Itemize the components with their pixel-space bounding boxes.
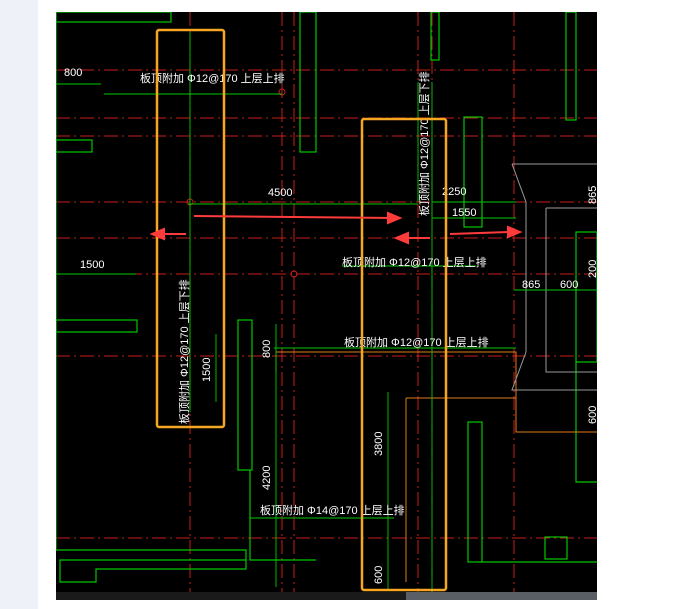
wall-column-3 [565,11,577,121]
red-arrows [149,211,523,245]
grey-outlines [511,163,597,391]
annotation-mid-v: 板顶附加 Φ12@170 上层下排 [417,71,431,216]
wall-lower-run [249,470,597,563]
wall-column-2 [430,11,440,61]
dim-800-vert: 800 [261,340,273,358]
canvas-bottom-bar [56,592,597,600]
highlight-boxes [155,28,448,592]
orange-outline-center [276,351,597,433]
wall-column-4 [237,319,253,471]
axis-marker-3 [290,270,298,278]
wall-left-stub [55,139,93,153]
axis-markers [186,88,298,278]
annotation-mid-h: 板顶附加 Φ12@170 上层上排 [342,255,487,269]
dim-4500: 4500 [268,187,292,199]
rebar-annotations: 板顶附加 Φ12@170 上层上排 板顶附加 Φ12@170 上层上排 板顶附加… [140,71,489,517]
dim-2250: 2250 [442,186,466,198]
wall-right-box [575,231,598,363]
highlight-box-center [360,117,448,592]
orange-outline-lower [275,352,407,582]
annotation-left-v: 板顶附加 Φ12@170 上层下排 [177,279,191,424]
dim-right-edge-3: 600 [587,406,597,424]
highlight-box-left [155,28,226,429]
dim-865: 865 [522,279,540,291]
walls [55,11,598,583]
annotation-bottom-h: 板顶附加 Φ14@170 上层上排 [260,503,405,517]
dim-right-edge-2: 200 [587,260,597,278]
wall-right-stair [575,362,597,483]
arrow-head-right [507,225,523,239]
wall-column-5 [463,116,483,228]
wall-column-1 [299,11,317,153]
dimension-lines [56,82,597,590]
canvas-scrollbar[interactable] [406,592,597,600]
wall-top-left [55,11,172,23]
rebar-lines [104,32,516,592]
left-sidebar-strip [0,0,38,609]
wall-bottom-right [544,536,568,560]
dim-600-bottom: 600 [373,566,385,584]
annotation-top-h: 板顶附加 Φ12@170 上层上排 [140,71,285,85]
arrow-shaft-right [449,231,511,235]
dimension-texts: 800 4500 1500 2250 1550 865 600 1500 800… [64,67,599,584]
arrow-head-mid [393,231,409,245]
cad-drawing-canvas: 800 4500 1500 2250 1550 865 600 1500 800… [55,11,599,592]
axis-marker-2 [278,88,286,96]
grey-octagon [511,163,597,391]
dim-1500-left: 1500 [80,259,104,271]
arrow-shaft-long [193,215,391,219]
wall-outline-bottom [55,12,247,583]
dim-800-left: 800 [64,67,82,79]
dim-4200: 4200 [261,466,273,490]
dim-600-right: 600 [560,279,578,291]
dim-1500-vert: 1500 [201,358,213,382]
orange-lines [275,351,597,582]
annotation-center-h: 板顶附加 Φ12@170 上层上排 [344,335,489,349]
arrow-head-long [387,211,403,225]
wall-left-lower [55,319,138,333]
dim-1550: 1550 [452,207,476,219]
dim-3800: 3800 [373,432,385,456]
dim-right-edge-1: 865 [587,186,597,204]
arrow-head-left [149,227,165,241]
wall-column-6 [467,421,483,563]
cad-drawing: 800 4500 1500 2250 1550 865 600 1500 800… [55,11,599,592]
